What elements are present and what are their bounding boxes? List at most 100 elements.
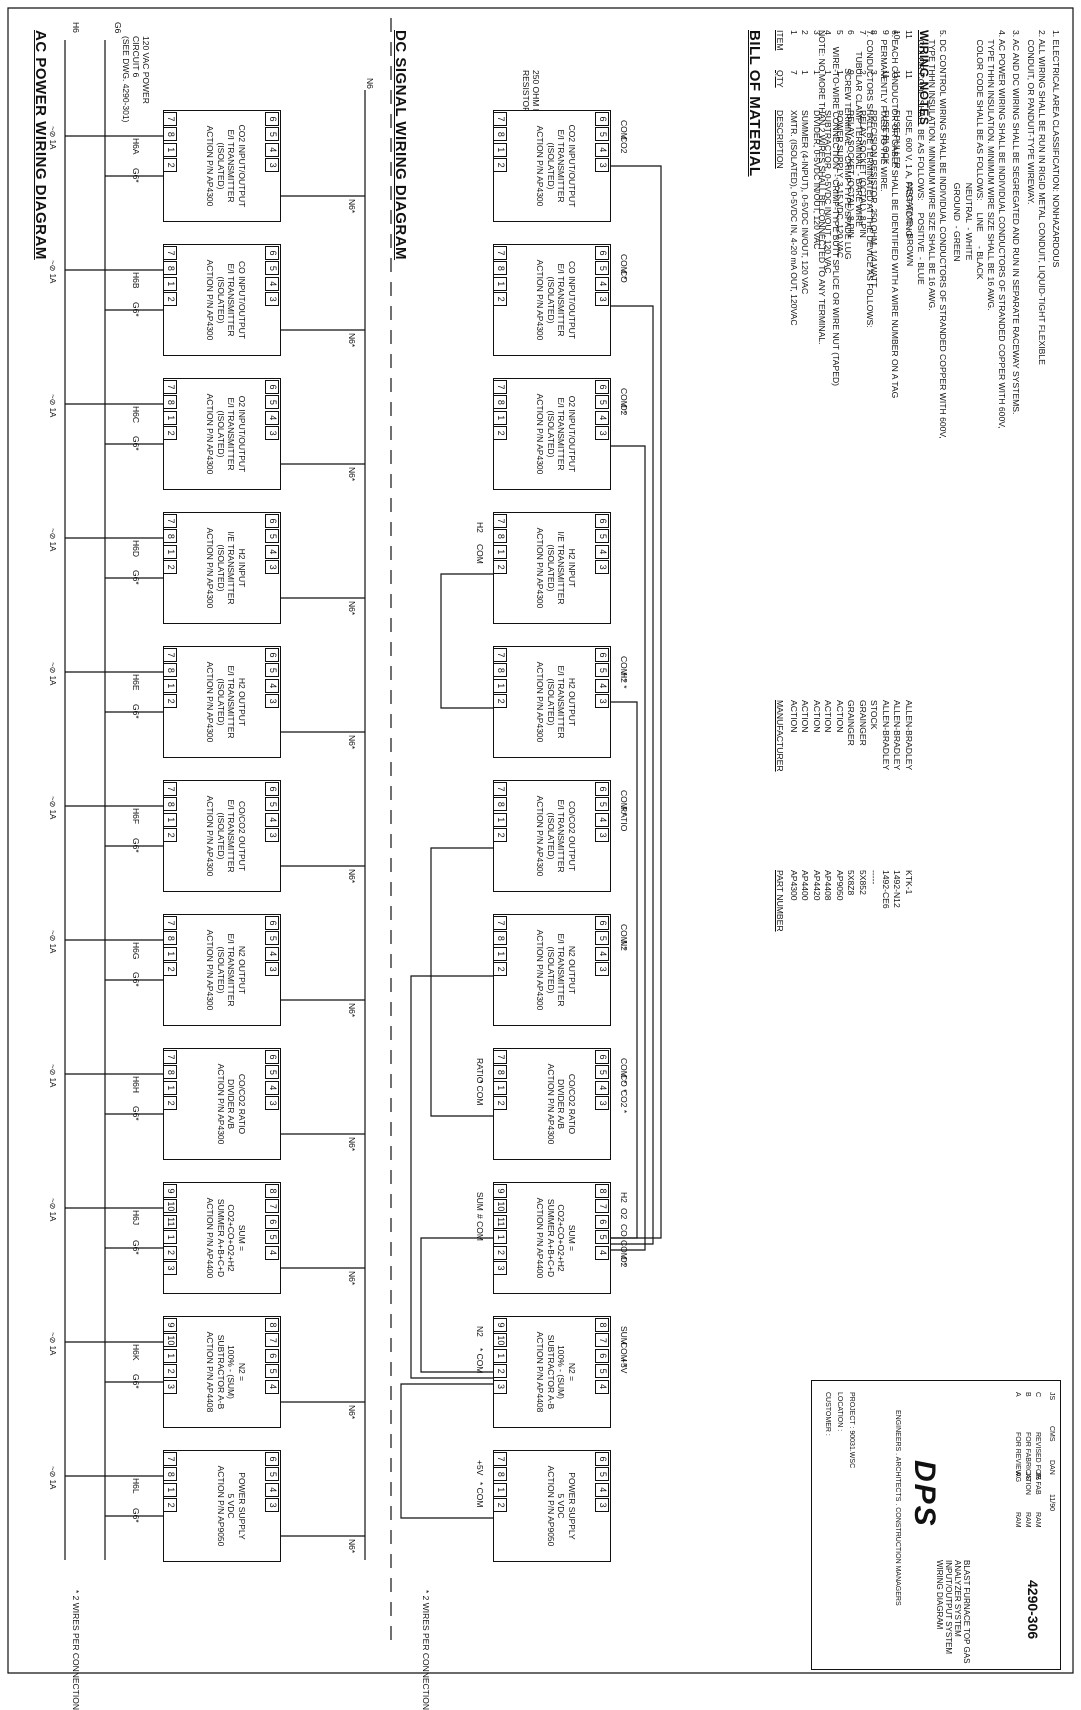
ac-branch-label: H6H (131, 1076, 141, 1094)
terminal-8: 8 (163, 931, 177, 946)
terminal-4: 4 (595, 946, 609, 961)
revision-cell: AG (1014, 1472, 1021, 1483)
terminal-1: 1 (493, 142, 507, 157)
terminal-1: 1 (163, 276, 177, 291)
terminal-2: 2 (163, 1096, 177, 1111)
dc-module-desc: N2 = 100% - (SUM) SUBTRACTOR A-B ACTION … (535, 1331, 578, 1413)
terminal-5: 5 (265, 1065, 279, 1080)
ac-neutral-label: N6* (347, 1539, 357, 1554)
terminal-8: 8 (493, 931, 507, 946)
dc-module-desc: POWER SUPPLY 5 VDC ACTION P/N AP9050 (546, 1465, 577, 1547)
terminal-10: 10 (493, 1333, 507, 1348)
dc-signal-run (611, 701, 638, 1239)
dps-logo: DPS (908, 1460, 941, 1528)
terminal-1: 1 (163, 812, 177, 827)
terminal-3: 3 (265, 962, 279, 977)
terminal-2: 2 (493, 426, 507, 441)
terminal-8: 8 (493, 261, 507, 276)
dc-signal-run (611, 445, 646, 1251)
dc-input-label: H2 (619, 1192, 629, 1203)
dc-output-label: # COM (475, 1214, 485, 1241)
terminal-3: 3 (265, 1498, 279, 1513)
terminal-5: 5 (265, 127, 279, 142)
terminal-1: 1 (493, 1080, 507, 1095)
terminal-3: 3 (163, 1379, 177, 1394)
ac-ground-label: G6* (131, 1508, 141, 1523)
bom-cell: 2 (800, 30, 811, 35)
ac-module-desc: SUM = CO2+CO+O2+H2 SUMMER A+B+C+D ACTION… (205, 1197, 248, 1279)
project-label: PROJECT : 90031.WSC (848, 1392, 855, 1469)
bom-cell: SUMMER (4-INPUT), 0-5VDC IN/OUT, 120 VAC (800, 110, 811, 295)
sign-cell: DAN (1048, 1460, 1055, 1475)
terminal-3: 3 (595, 426, 609, 441)
dc-input-label: O2 (619, 1208, 629, 1220)
terminal-1: 1 (493, 812, 507, 827)
note-item: 1. ELECTRICAL AREA CLASSIFICATION: NONHA… (1051, 30, 1061, 268)
ac-neutral-label: N6* (347, 199, 357, 214)
ac-ground-label: G6* (131, 1240, 141, 1255)
terminal-2: 2 (163, 426, 177, 441)
ac-ground-label: G6* (131, 972, 141, 987)
terminal-5: 5 (265, 663, 279, 678)
terminal-4: 4 (265, 544, 279, 559)
revision-cell: A (1014, 1392, 1021, 1397)
terminal-3: 3 (265, 828, 279, 843)
terminal-6: 6 (595, 1348, 609, 1363)
terminal-5: 5 (265, 797, 279, 812)
ac-module-desc: N2 OUTPUT E/I TRANSMITTER (ISOLATED) ACT… (205, 929, 248, 1011)
terminal-1: 1 (493, 1230, 507, 1245)
dc-input-label: RATIO (619, 806, 629, 832)
revision-cell: JS (1034, 1472, 1041, 1481)
ac-source-note: 120 VAC POWER CIRCUIT 6 (SEE DWG. 4290-3… (121, 36, 151, 123)
dc-input-label: H2 * (619, 672, 629, 689)
note-item: 7. CONDUCTORS SHALL BE TERMINATED AT THE… (831, 30, 875, 387)
bom-cell: ACTION (789, 700, 799, 733)
terminal-7: 7 (595, 1333, 609, 1348)
dc-signal-run (410, 975, 493, 1379)
terminal-2: 2 (493, 292, 507, 307)
dc-output-label: N2 (475, 1326, 485, 1337)
terminal-5: 5 (595, 1364, 609, 1379)
terminal-8: 8 (163, 261, 177, 276)
terminal-2: 2 (493, 828, 507, 843)
terminal-5: 5 (265, 1364, 279, 1379)
terminal-2: 2 (493, 1498, 507, 1513)
dc-input-label: O2 (619, 404, 629, 416)
ac-module-desc: CO2 INPUT/OUTPUT E/I TRANSMITTER (ISOLAT… (205, 124, 248, 208)
terminal-2: 2 (493, 560, 507, 575)
terminal-4: 4 (265, 678, 279, 693)
bom-cell: 1 (789, 30, 799, 35)
dc-footnote: * 2 WIRES PER CONNECTION (421, 1590, 431, 1710)
terminal-7: 7 (493, 514, 507, 528)
ac-h-line-label: H6 (71, 22, 81, 33)
dc-module-desc: CO/CO2 OUTPUT E/I TRANSMITTER (ISOLATED)… (535, 795, 578, 877)
terminal-7: 7 (163, 246, 177, 260)
terminal-1: 1 (493, 410, 507, 425)
terminal-5: 5 (595, 1065, 609, 1080)
terminal-6: 6 (595, 916, 609, 930)
ac-module-desc: H2 OUTPUT E/I TRANSMITTER (ISOLATED) ACT… (205, 661, 248, 743)
terminal-4: 4 (265, 410, 279, 425)
ac-fuse: ~⊘ 1A (48, 260, 57, 284)
terminal-2: 2 (493, 1364, 507, 1379)
revision-cell: REVISED FOR FAB (1034, 1432, 1041, 1495)
terminal-1: 1 (493, 544, 507, 559)
terminal-3: 3 (595, 1498, 609, 1513)
terminal-6: 6 (265, 246, 279, 260)
note-item: NOTE: NO MORE THAN 2 WIRES SHALL BE CONN… (817, 30, 828, 345)
terminal-7: 7 (493, 1452, 507, 1466)
terminal-5: 5 (595, 395, 609, 410)
terminal-6: 6 (595, 246, 609, 260)
heading-ac-power: AC POWER WIRING DIAGRAM (32, 30, 49, 260)
ac-branch-label: H6E (131, 674, 141, 691)
heading-dc-signal: DC SIGNAL WIRING DIAGRAM (392, 30, 409, 261)
bom-header: ITEM (775, 30, 785, 51)
terminal-8: 8 (493, 395, 507, 410)
terminal-2: 2 (163, 560, 177, 575)
